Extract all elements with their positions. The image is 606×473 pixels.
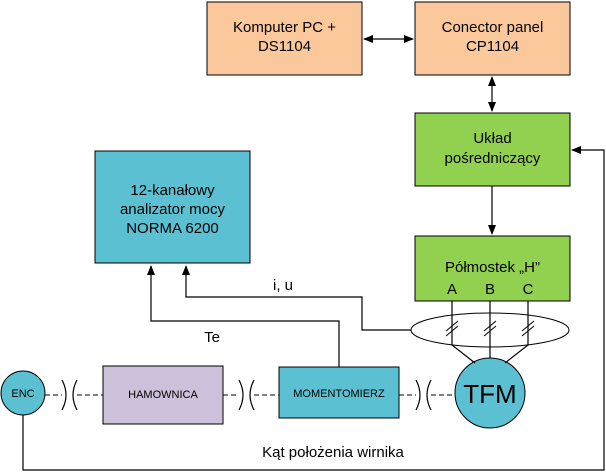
- block-hamownica-rect: [102, 365, 224, 425]
- block-pc-rect: [206, 1, 363, 76]
- block-uklad: Układ pośredniczący: [414, 112, 571, 187]
- phase-c-label: C: [523, 281, 534, 298]
- coupling-3-right: [426, 379, 432, 411]
- hatch-c1: [521, 325, 535, 337]
- hatch-b1: [483, 325, 497, 337]
- block-uklad-rect: [414, 112, 571, 187]
- label-te: Te: [204, 329, 220, 346]
- block-polmostek: Półmostek „H” A B C: [414, 235, 571, 302]
- coupling-2-left: [238, 379, 244, 411]
- block-polmostek-label: Półmostek „H”: [445, 259, 540, 276]
- coupling-3-left: [415, 379, 421, 411]
- block-momentomierz-rect: [278, 366, 400, 419]
- hatch-a2: [445, 320, 459, 332]
- block-momentomierz-label: MOMENTOMIERZ: [293, 388, 385, 400]
- block-pc-line2: DS1104: [258, 38, 311, 55]
- block-connector: Conector panel CP1104: [414, 1, 571, 76]
- block-pc: Komputer PC + DS1104: [206, 1, 363, 76]
- tfm-label: TFM: [463, 379, 516, 409]
- couplings: [61, 379, 432, 411]
- coupling-2-right: [249, 379, 255, 411]
- label-kat: Kąt położenia wirnika: [262, 444, 404, 461]
- block-analizator: 12-kanałowy analizator mocy NORMA 6200: [94, 150, 251, 264]
- phase-b-label: B: [485, 281, 495, 298]
- tfm-motor: TFM: [454, 357, 526, 429]
- arrow-rotor-position: [22, 146, 605, 471]
- sensor-hatch-marks: [445, 320, 535, 337]
- hatch-a1: [445, 325, 459, 337]
- block-momentomierz: MOMENTOMIERZ: [278, 366, 400, 419]
- coupling-1-right: [72, 379, 78, 411]
- block-analizator-line1: 12-kanałowy: [130, 182, 215, 199]
- arrow-te-signal: [147, 265, 340, 367]
- block-pc-line1: Komputer PC +: [233, 19, 336, 36]
- block-polmostek-rect: [414, 235, 571, 302]
- block-hamownica-label: HAMOWNICA: [128, 389, 198, 401]
- block-uklad-line1: Układ: [473, 130, 511, 147]
- wire-phase-a: [451, 301, 476, 364]
- coupling-1-left: [61, 379, 67, 411]
- enc-encoder: ENC: [0, 370, 46, 416]
- block-analizator-line3: NORMA 6200: [126, 220, 219, 237]
- wire-phase-c: [504, 301, 529, 364]
- phase-a-label: A: [447, 281, 457, 298]
- block-hamownica: HAMOWNICA: [102, 365, 224, 425]
- block-analizator-line2: analizator mocy: [120, 201, 226, 218]
- enc-label: ENC: [11, 388, 34, 400]
- arrow-iu-signal: [182, 265, 411, 331]
- block-connector-line1: Conector panel: [442, 19, 544, 36]
- hatch-c2: [521, 320, 535, 332]
- hatch-b2: [483, 320, 497, 332]
- block-connector-rect: [414, 1, 571, 76]
- block-analizator-rect: [94, 150, 251, 264]
- block-uklad-line2: pośredniczący: [445, 150, 541, 167]
- block-connector-line2: CP1104: [466, 38, 519, 55]
- label-iu: i, u: [273, 277, 293, 294]
